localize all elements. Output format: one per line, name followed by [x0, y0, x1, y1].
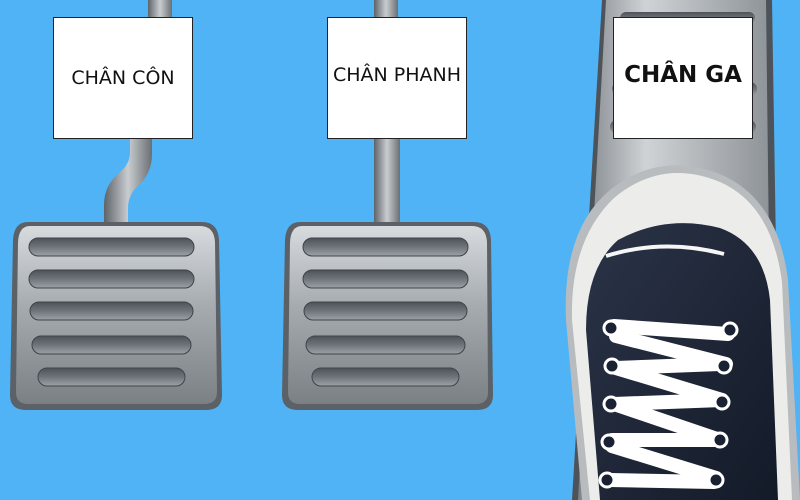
- brake-arm-top: [374, 0, 398, 20]
- shoe-laces: [603, 319, 735, 489]
- brake-pedal-icon: [282, 0, 493, 410]
- shoe-eyelets: [598, 319, 739, 489]
- clutch-pad-ridges: [28, 237, 195, 387]
- toe-cap-line: [605, 244, 725, 258]
- clutch-pedal-icon: [10, 0, 222, 410]
- clutch-arm: [104, 139, 152, 230]
- clutch-arm-top: [148, 0, 172, 20]
- brake-pad-ridges: [302, 237, 469, 387]
- gas-label: CHÂN GA: [613, 17, 753, 139]
- clutch-label: CHÂN CÔN: [53, 17, 193, 139]
- brake-label: CHÂN PHANH: [327, 17, 467, 139]
- brake-arm: [374, 139, 400, 231]
- sneaker-icon: [565, 165, 800, 500]
